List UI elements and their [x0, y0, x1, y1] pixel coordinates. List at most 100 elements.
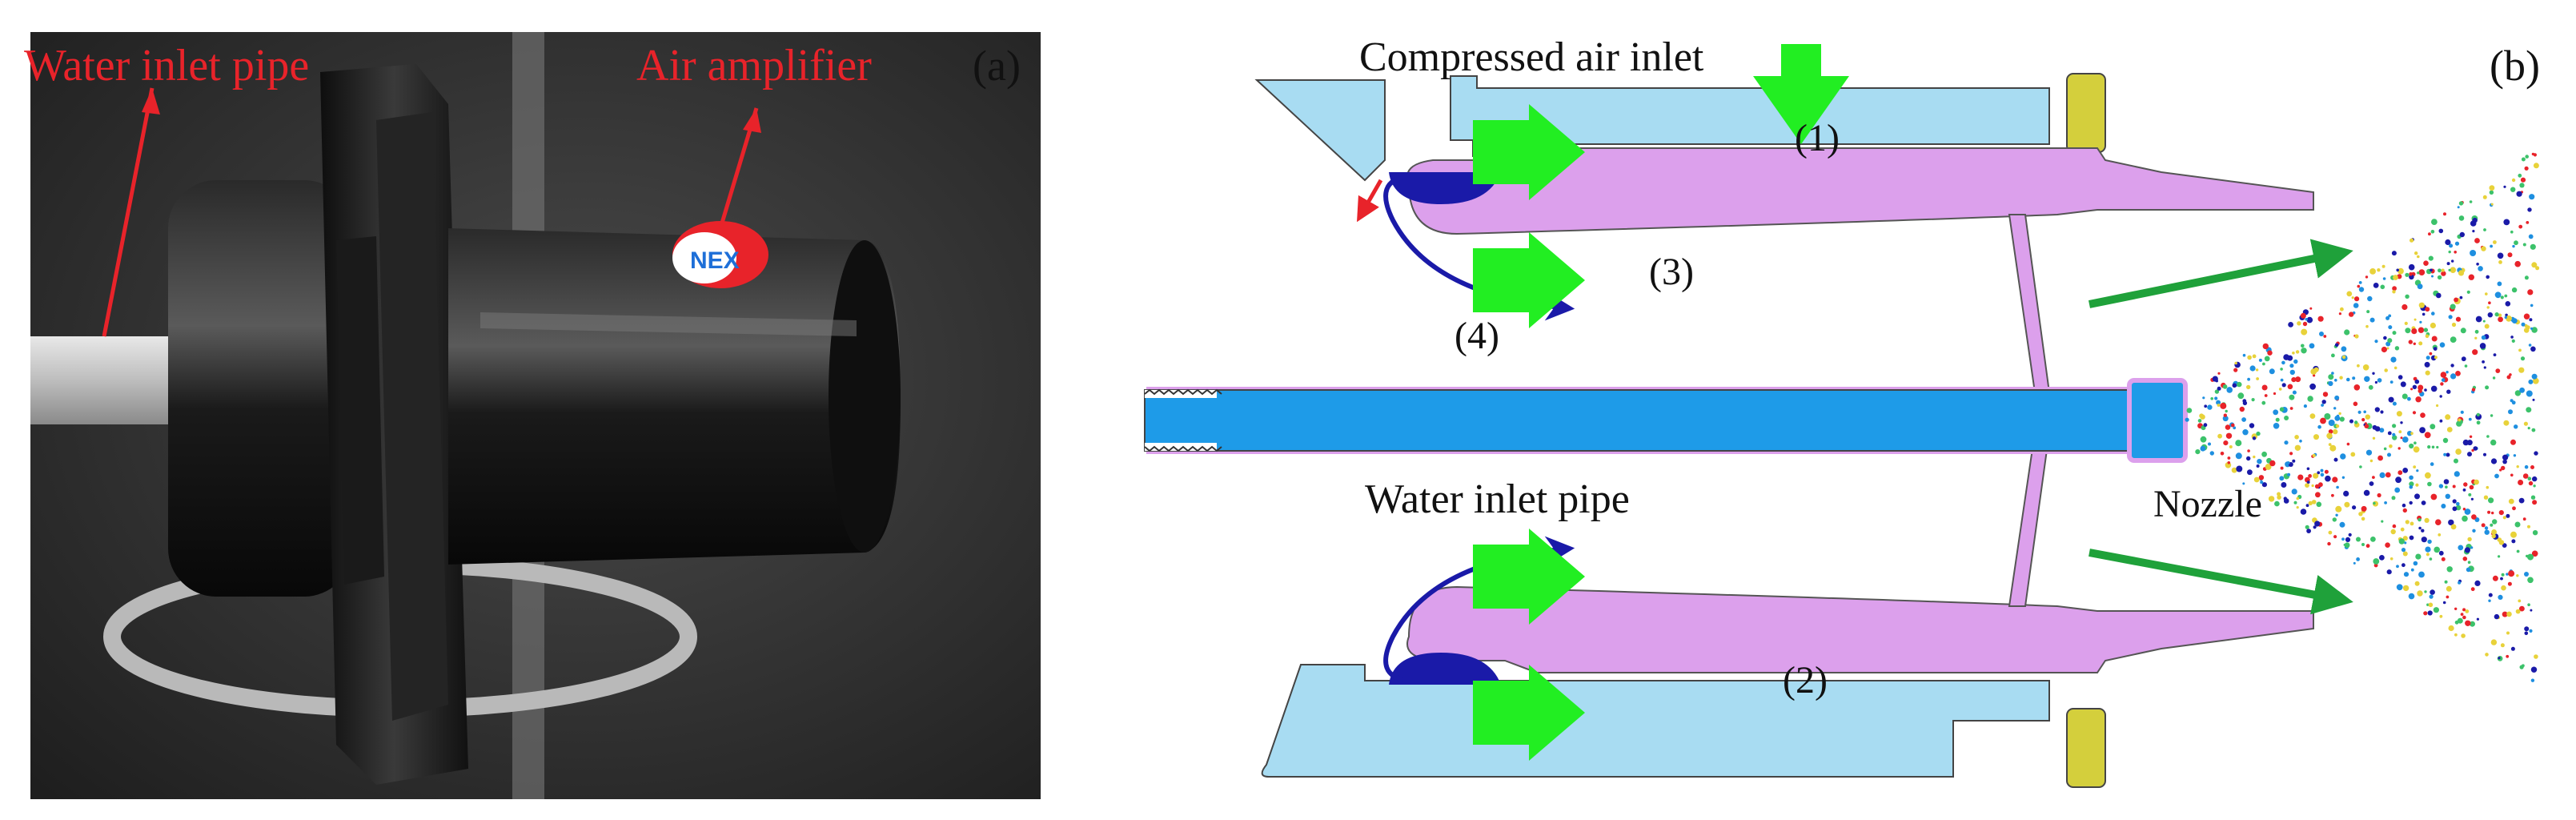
spray-droplet	[2397, 470, 2403, 476]
spray-droplet	[2356, 537, 2361, 542]
spray-droplet	[2396, 411, 2402, 417]
spray-droplet	[2365, 324, 2369, 328]
spray-droplet	[2349, 312, 2354, 317]
spray-droplet	[2339, 416, 2345, 422]
spray-droplet	[2437, 275, 2442, 280]
spray-droplet	[2339, 376, 2343, 380]
spray-droplet	[2418, 388, 2422, 393]
spray-droplet	[2397, 267, 2404, 275]
spray-droplet	[2402, 468, 2409, 473]
spray-droplet	[2185, 417, 2189, 422]
spray-droplet	[2373, 563, 2378, 568]
spray-droplet	[2212, 376, 2218, 382]
spray-droplet	[2498, 316, 2503, 323]
spray-droplet	[2418, 526, 2422, 530]
spray-droplet	[2490, 523, 2494, 527]
spray-droplet	[2531, 373, 2538, 380]
spray-droplet	[2434, 356, 2438, 360]
spray-droplet	[2322, 392, 2329, 397]
spray-droplet	[2301, 328, 2308, 336]
spray-droplet	[2232, 383, 2237, 388]
spray-droplet	[2445, 485, 2448, 488]
spray-droplet	[2494, 312, 2499, 317]
spray-droplet	[2258, 475, 2265, 480]
spray-droplet	[2418, 327, 2425, 333]
spray-droplet	[2472, 230, 2475, 233]
spray-droplet	[2483, 228, 2486, 231]
spray-droplet	[2441, 504, 2446, 508]
spray-droplet	[2412, 384, 2418, 389]
spray-droplet	[2222, 384, 2228, 389]
spray-droplet	[2423, 260, 2429, 267]
spray-droplet	[2351, 296, 2354, 299]
spray-droplet	[2313, 472, 2319, 479]
spray-droplet	[2292, 352, 2295, 355]
spray-droplet	[2370, 537, 2376, 542]
spray-droplet	[2488, 301, 2491, 305]
spray-droplet	[2436, 445, 2439, 449]
spray-droplet	[2433, 607, 2439, 613]
spray-droplet	[2320, 468, 2324, 472]
spray-droplet	[2502, 454, 2509, 460]
spray-droplet	[2384, 501, 2387, 504]
spray-droplet	[2320, 472, 2325, 477]
spray-droplet	[2345, 537, 2351, 543]
spray-droplet	[2454, 607, 2458, 610]
spray-droplet	[2398, 430, 2402, 434]
spray-droplet	[2427, 610, 2433, 616]
spray-droplet	[2306, 467, 2310, 471]
spray-droplet	[2235, 452, 2242, 460]
spray-droplet	[2425, 472, 2431, 479]
spray-droplet	[2483, 366, 2486, 369]
spray-droplet	[2387, 452, 2391, 457]
spray-droplet	[2489, 190, 2494, 195]
spray-droplet	[2324, 469, 2329, 474]
spray-droplet	[2531, 327, 2538, 333]
marker-1: (1)	[1795, 117, 1840, 159]
spray-droplet	[2331, 493, 2334, 497]
spray-droplet	[2327, 541, 2331, 546]
spray-droplet	[2526, 390, 2533, 397]
spray-droplet	[2518, 224, 2523, 229]
label-water-inlet-pipe: Water inlet pipe	[24, 41, 309, 90]
spray-droplet	[2482, 195, 2487, 199]
spray-droplet	[2344, 329, 2350, 336]
spray-droplet	[2402, 508, 2407, 513]
spray-droplet	[2253, 455, 2256, 459]
spray-droplet	[2527, 525, 2530, 529]
spray-droplet	[2392, 432, 2396, 436]
spray-droplet	[2326, 432, 2333, 439]
spray-droplet	[2203, 423, 2208, 428]
spray-droplet	[2460, 613, 2464, 616]
spray-droplet	[2452, 506, 2458, 512]
spray-droplet	[2253, 476, 2260, 483]
spray-droplet	[2392, 435, 2397, 440]
spray-droplet	[2214, 396, 2218, 400]
spray-droplet	[2329, 444, 2337, 452]
panel-b-tag: (b)	[2490, 42, 2540, 90]
spray-droplet	[2261, 384, 2268, 391]
spray-droplet	[2498, 555, 2501, 558]
brand-sticker-inner	[672, 232, 736, 283]
spray-droplet	[2515, 609, 2521, 614]
spray-droplet	[2514, 240, 2518, 246]
spray-droplet	[2476, 412, 2480, 417]
spray-droplet	[2204, 404, 2208, 408]
spray-droplet	[2289, 394, 2295, 400]
spray-droplet	[2421, 500, 2426, 505]
spray-droplet	[2443, 479, 2450, 484]
spray-droplet	[2486, 485, 2490, 489]
spray-droplet	[2374, 407, 2380, 412]
spray-droplet	[2385, 472, 2391, 478]
spray-droplet	[2354, 296, 2360, 302]
spray-droplet	[2500, 295, 2504, 299]
upper-ring	[2066, 73, 2106, 153]
spray-droplet	[2492, 575, 2498, 581]
spray-droplet	[2486, 435, 2490, 438]
spray-droplet	[2490, 439, 2497, 446]
spray-droplet	[2523, 328, 2530, 333]
spray-droplet	[2468, 417, 2472, 421]
spray-droplet	[2392, 331, 2397, 336]
spray-droplet	[2484, 526, 2489, 530]
entrainment-arrow	[1473, 104, 1585, 200]
